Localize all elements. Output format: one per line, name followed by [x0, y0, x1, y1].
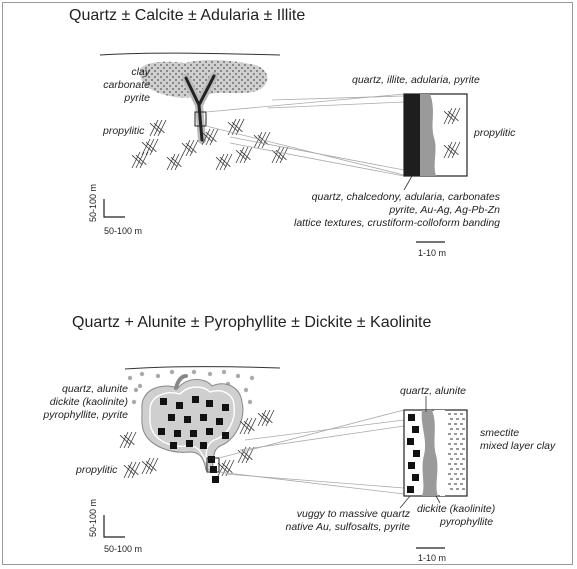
top-cap-label-1: clay	[131, 66, 150, 78]
top-vein-label-3: lattice textures, crustiform-colloform b…	[294, 217, 500, 229]
bottom-halo-label-2: dickite (kaolinite)	[49, 396, 128, 408]
bottom-alteration-halo	[141, 379, 244, 471]
bottom-scale-inset: 1-10 m	[418, 553, 447, 563]
top-propylitic-right-label: propylitic	[474, 127, 516, 139]
bottom-scale-bars	[103, 515, 445, 549]
top-inset-label: quartz, illite, adularia, pyrite	[352, 74, 480, 86]
top-scale-inset: 1-10 m	[418, 248, 447, 258]
top-title: Quartz ± Calcite ± Adularia ± Illite	[69, 7, 306, 24]
bottom-vuggy-leader	[399, 495, 411, 509]
bottom-scale-vertical: 50-100 m	[88, 498, 98, 537]
top-projection-lines	[205, 93, 405, 177]
bottom-halo-label-3: pyrophyllite, pyrite	[43, 409, 128, 421]
bottom-ground-surface	[124, 366, 281, 370]
top-scale-bars	[103, 199, 445, 243]
bottom-vuggy-label-1: vuggy to massive quartz	[296, 508, 410, 520]
bottom-inset	[403, 409, 468, 497]
top-vein-leader	[403, 175, 413, 191]
bottom-smectite-label-1: smectite	[480, 427, 520, 439]
top-cap-label-2: carbonate	[103, 79, 150, 91]
top-propylitic-label: propylitic	[103, 125, 145, 137]
top-ground-surface	[99, 52, 281, 56]
bottom-dickite-label-2: pyrophyllite	[440, 516, 494, 528]
bottom-propylitic-label: propylitic	[76, 464, 118, 476]
top-diagram	[99, 52, 468, 243]
top-vein-label-1: quartz, chalcedony, adularia, carbonates	[311, 191, 500, 203]
top-inset-locator	[194, 111, 207, 127]
bottom-vuggy-quartz-squares	[158, 396, 229, 483]
top-vein	[182, 72, 218, 144]
bottom-inset-locator	[206, 457, 220, 473]
top-scale-horizontal: 50-100 m	[104, 226, 143, 236]
top-propylitic-hatching	[131, 118, 289, 171]
bottom-dickite-leader	[435, 495, 441, 504]
bottom-dickite-label-1: dickite (kaolinite)	[417, 503, 496, 515]
bottom-inset-label: quartz, alunite	[400, 385, 466, 397]
bottom-halo-dots	[127, 369, 255, 405]
bottom-scale-horizontal: 50-100 m	[104, 544, 143, 554]
top-cap-label-3: pyrite	[124, 92, 150, 104]
bottom-halo-label-1: quartz, alunite	[62, 383, 128, 395]
bottom-vuggy-label-2: native Au, sulfosalts, pyrite	[285, 521, 410, 533]
top-inset	[403, 93, 468, 177]
bottom-projection-lines	[218, 409, 405, 495]
top-vein-label-2: pyrite, Au-Ag, Ag-Pb-Zn	[389, 204, 500, 216]
bottom-title: Quartz + Alunite ± Pyrophyllite ± Dickit…	[72, 314, 432, 331]
bottom-smectite-label-2: mixed layer clay	[480, 440, 556, 452]
figure-frame	[2, 2, 573, 565]
